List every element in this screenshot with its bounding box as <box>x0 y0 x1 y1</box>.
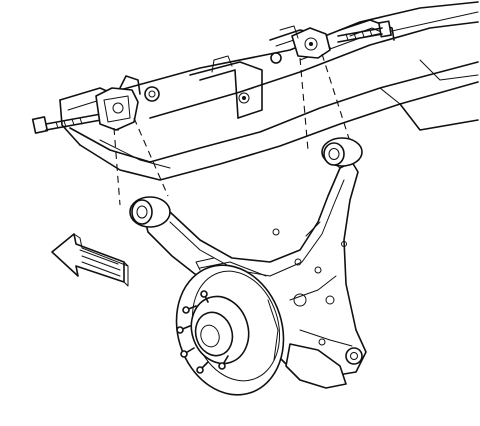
wheel-studs <box>176 290 229 374</box>
wheel-stud <box>180 347 195 358</box>
wheel-stud <box>218 355 229 370</box>
front-bushing <box>129 196 171 228</box>
alignment-lines <box>113 53 353 206</box>
front-direction-arrow <box>51 233 129 287</box>
rear-bushing-bracket <box>270 25 331 64</box>
wheel-stud <box>182 305 197 314</box>
wheel-hub <box>190 295 250 365</box>
wheel-stud <box>196 361 209 374</box>
wheel-stud <box>200 290 209 303</box>
rear-bolt <box>337 20 392 43</box>
front-nut <box>144 86 160 102</box>
rear-bushing <box>321 137 363 167</box>
wheel-stud <box>176 325 191 334</box>
front-bushing-bracket <box>95 75 141 131</box>
frame-crossmember <box>59 1 479 181</box>
ball-joint-knuckle <box>285 343 363 389</box>
